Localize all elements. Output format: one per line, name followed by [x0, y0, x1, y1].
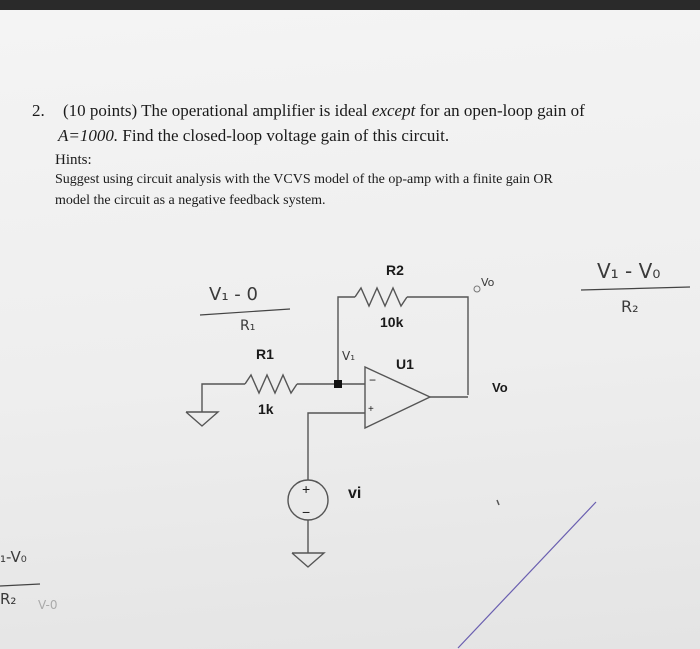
opamp-u1: [364, 365, 432, 430]
handwritten-left-denominator: R₂: [0, 590, 17, 608]
handwritten-left-numerator: ₁-V₀: [0, 548, 27, 566]
handwritten-r1-current-numerator: V₁ - 0: [209, 284, 258, 305]
resistor-r2: [354, 286, 408, 308]
opamp-name: U1: [396, 356, 414, 372]
r2-name: R2: [386, 262, 404, 278]
question-line1-prefix: (10 points) The operational amplifier is…: [63, 101, 368, 120]
handwritten-r2-current-numerator: V₁ - V₀: [597, 259, 661, 283]
r2-value: 10k: [380, 314, 404, 330]
hints-line-1: Suggest using circuit analysis with the …: [55, 172, 553, 187]
source-minus-sign: −: [302, 504, 311, 520]
r1-value: 1k: [258, 401, 274, 417]
question-line-1: (10 points) The operational amplifier is…: [63, 101, 585, 121]
ground-bottom-icon: [291, 552, 326, 568]
hints-title: Hints:: [55, 152, 92, 168]
handwritten-r1-current-denominator: R₁: [240, 318, 256, 334]
wire-plus-input: [307, 412, 365, 480]
question-line1-suffix: for an open-loop gain of: [419, 101, 585, 120]
handwritten-left-extra: V-0: [38, 598, 58, 612]
resistor-r1: [244, 373, 298, 395]
pen-stroke-tick: [496, 499, 500, 506]
question-line-2: A=1000. Find the closed-loop voltage gai…: [58, 126, 449, 146]
handwritten-node-vo: Vo: [481, 276, 495, 289]
handwritten-node-v1: V₁: [342, 349, 356, 363]
pen-stroke-diagonal: [457, 501, 597, 649]
opamp-plus-sign: +: [368, 404, 374, 415]
opamp-minus-sign: −: [369, 373, 377, 387]
wire-feedback-left: [337, 296, 355, 384]
handwritten-r2-current-denominator: R₂: [621, 297, 639, 316]
hints-line-2: model the circuit as a negative feedback…: [55, 193, 326, 208]
question-gain: A=1000.: [58, 126, 119, 145]
r1-name: R1: [256, 346, 274, 362]
paper-sheet: [0, 10, 700, 649]
junction-dot: [334, 380, 342, 388]
question-line1-emphasis: except: [371, 101, 416, 120]
output-terminal: [473, 285, 481, 293]
wire-feedback-right: [407, 296, 469, 395]
source-plus-sign: +: [302, 481, 311, 497]
wire-r1-left: [201, 383, 245, 412]
question-line2-rest: Find the closed-loop voltage gain of thi…: [122, 126, 450, 145]
question-number: 2.: [32, 101, 45, 120]
output-label: Vo: [492, 380, 508, 395]
input-label: vi: [348, 485, 362, 502]
